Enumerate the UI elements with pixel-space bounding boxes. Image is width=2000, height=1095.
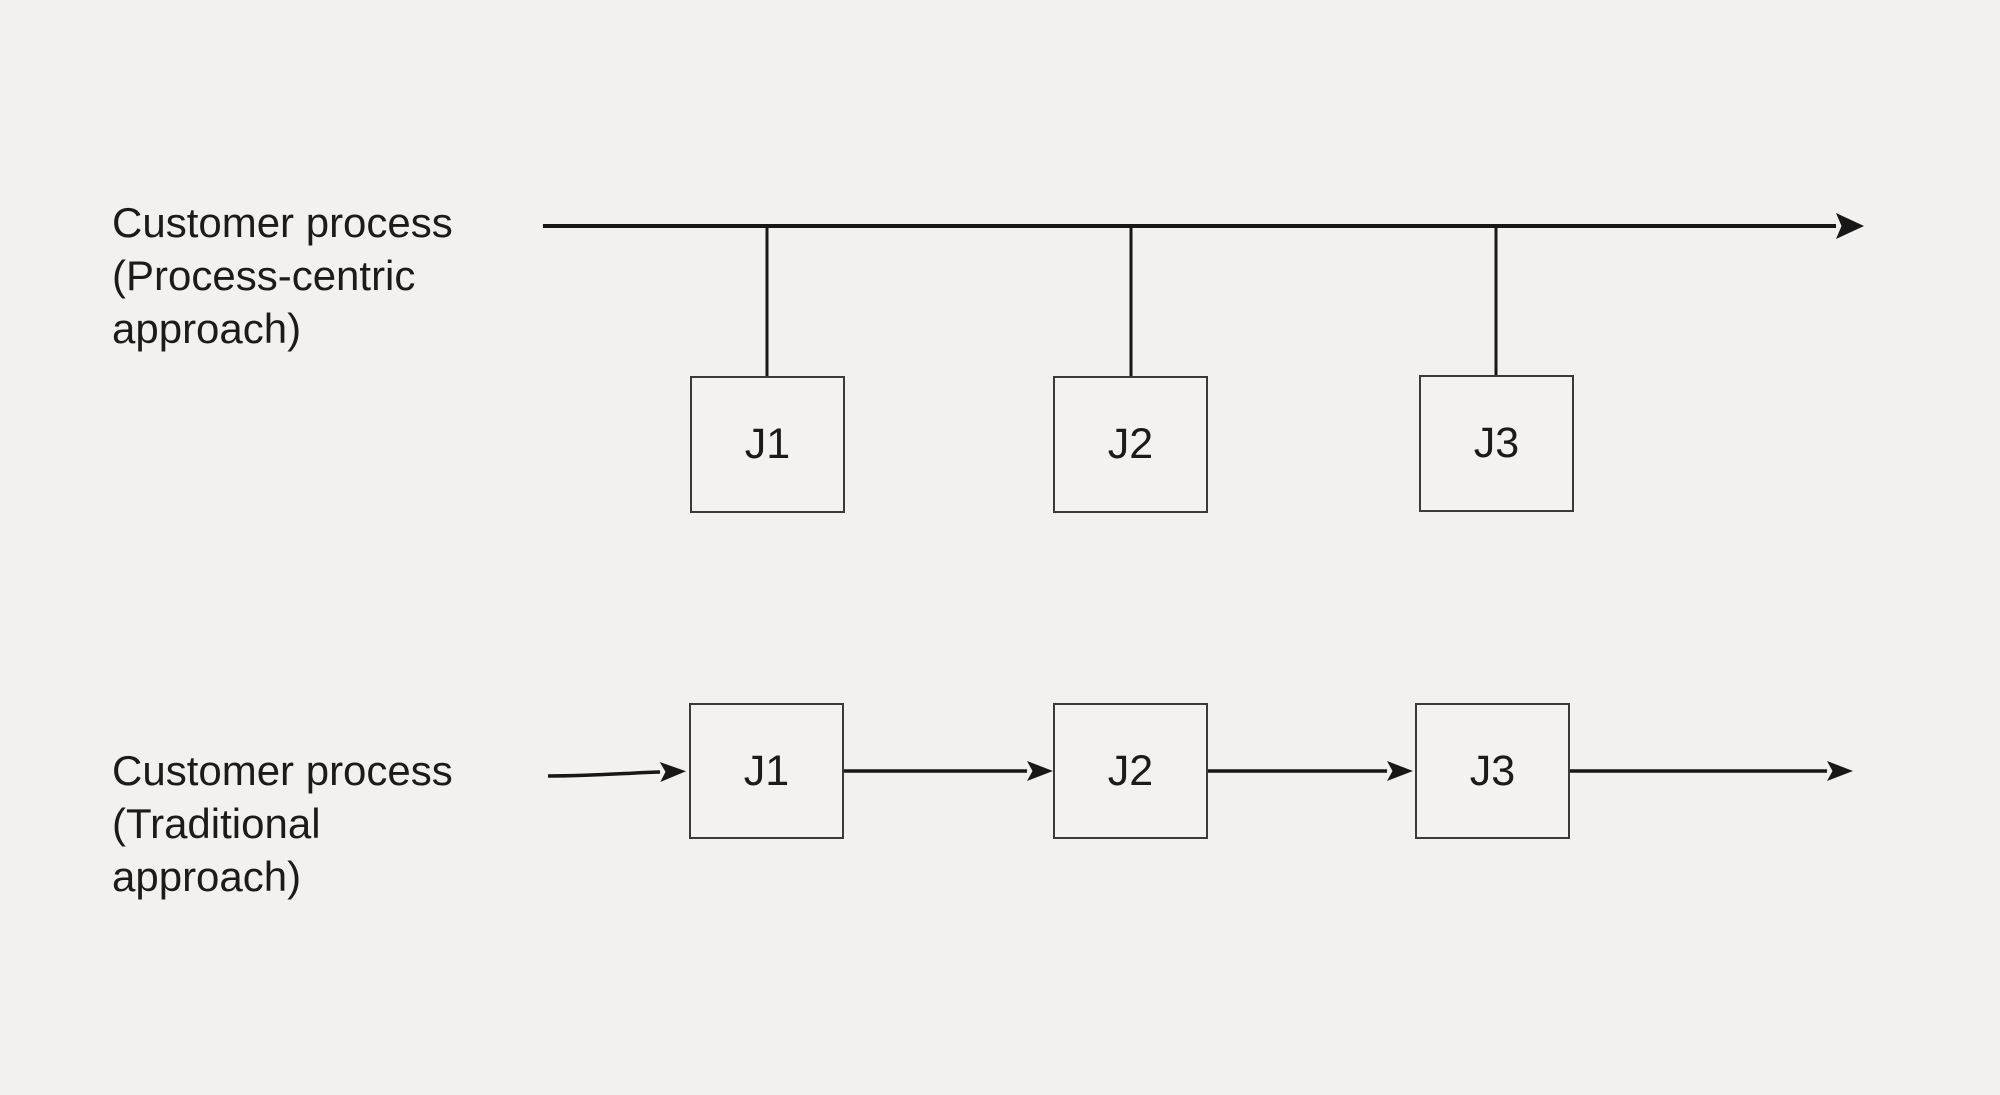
process-box-bottom-j2: J2: [1053, 703, 1208, 839]
process-centric-row-label: Customer process (Process-centric approa…: [112, 199, 453, 352]
process-box-label: J1: [744, 420, 791, 468]
process-box-label: J2: [1107, 420, 1154, 468]
process-box-top-j3: J3: [1419, 375, 1574, 512]
process-box-bottom-j3: J3: [1415, 703, 1570, 839]
process-box-top-j2: J2: [1053, 376, 1208, 513]
process-box-label: J2: [1107, 746, 1154, 795]
process-box-label: J1: [743, 746, 790, 795]
process-box-top-j1: J1: [690, 376, 845, 513]
process-box-label: J3: [1469, 746, 1516, 795]
process-box-bottom-j1: J1: [689, 703, 844, 839]
arrow-into-j1: [547, 762, 686, 782]
process-box-label: J3: [1473, 419, 1520, 467]
traditional-row-label: Customer process (Traditional approach): [112, 747, 453, 900]
